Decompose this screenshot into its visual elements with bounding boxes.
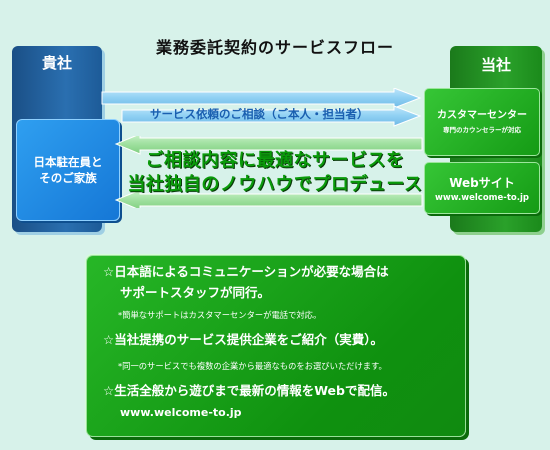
customer-center-title: カスタマーセンター	[437, 110, 527, 121]
client-heading: 貴社	[41, 54, 72, 72]
diagram-title: 業務委託契約のサービスフロー	[155, 38, 394, 57]
client-box-line1: 日本駐在員と	[33, 155, 103, 169]
item-interpreter-note: *簡単なサポートはカスタマーセンターが電話で対応。	[118, 310, 322, 320]
client-expat-box: 日本駐在員と そのご家族	[16, 119, 120, 221]
website-box: Webサイト www.welcome-to.jp	[424, 162, 540, 214]
arrow-request-right	[101, 88, 422, 127]
website-title: Webサイト	[449, 176, 515, 190]
item-web-info: ☆生活全般から遊びまで最新の情報をWebで配信。	[103, 383, 395, 398]
star-icon: ☆	[103, 332, 115, 347]
request-arrow-label: サービス依頼のご相談（ご本人・担当者）	[150, 107, 369, 121]
customer-center-box: カスタマーセンター 専門のカウンセラーが対応	[424, 88, 540, 156]
service-details-box	[86, 255, 466, 437]
company-heading: 当社	[480, 56, 511, 74]
service-slogan: ご相談内容に最適なサービスを 当社独自のノウハウでプロデュース	[125, 149, 425, 197]
client-box-line2: そのご家族	[39, 171, 97, 185]
web-url-link[interactable]: www.welcome-to.jp	[120, 406, 242, 419]
arrow-response-left	[114, 136, 423, 208]
customer-center-subtitle: 専門のカウンセラーが対応	[443, 126, 521, 134]
star-icon: ☆	[103, 383, 115, 398]
website-url: www.welcome-to.jp	[435, 193, 529, 203]
slogan-line2: 当社独自のノウハウでプロデュース	[127, 174, 423, 195]
item-interpreter-line1: ☆日本語によるコミュニケーションが必要な場合は	[103, 264, 389, 279]
item-referral: ☆当社提携のサービス提供企業をご紹介（実費）。	[103, 332, 383, 347]
item-interpreter-line2: サポートスタッフが同行。	[120, 285, 271, 300]
slogan-line1: ご相談内容に最適なサービスを	[145, 150, 405, 171]
star-icon: ☆	[103, 264, 115, 279]
item-referral-note: *同一のサービスでも複数の企業から最適なものをお選びいただけます。	[118, 361, 387, 371]
